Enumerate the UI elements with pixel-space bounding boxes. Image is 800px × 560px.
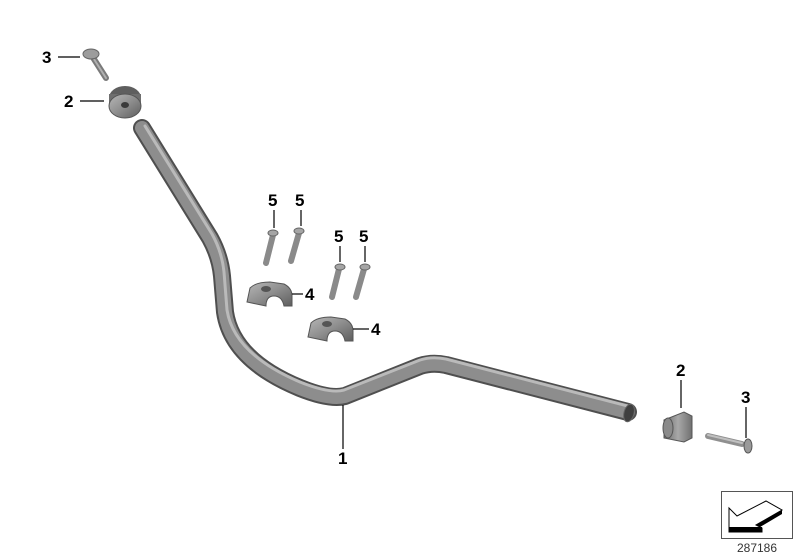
handlebar-part-1 bbox=[133, 119, 637, 423]
screw-part-5-a bbox=[263, 229, 279, 266]
reference-box bbox=[721, 491, 793, 539]
screw-part-5-b bbox=[288, 227, 305, 264]
callout-4-upper[interactable]: 4 bbox=[305, 285, 315, 304]
arrow-direction-icon bbox=[728, 500, 784, 533]
clamp-part-4-upper bbox=[246, 281, 293, 307]
callout-5-c[interactable]: 5 bbox=[334, 227, 344, 246]
callout-2-left[interactable]: 2 bbox=[64, 92, 74, 111]
diagram-reference-number: 287186 bbox=[736, 541, 778, 555]
callout-1-handlebar[interactable]: 1 bbox=[338, 449, 348, 468]
screw-part-5-d bbox=[353, 263, 371, 300]
bar-end-weight-part-2-right bbox=[662, 411, 693, 443]
callout-4-lower[interactable]: 4 bbox=[371, 320, 381, 339]
callout-3-left[interactable]: 3 bbox=[42, 48, 52, 67]
callout-3-right[interactable]: 3 bbox=[741, 388, 751, 407]
callout-5-d[interactable]: 5 bbox=[359, 227, 369, 246]
screw-part-5-c bbox=[329, 263, 346, 300]
bolt-part-3-right bbox=[705, 433, 753, 454]
callout-2-right[interactable]: 2 bbox=[676, 361, 686, 380]
bar-end-weight-part-2-left bbox=[108, 86, 142, 119]
clamp-part-4-lower bbox=[307, 316, 354, 342]
callout-5-b[interactable]: 5 bbox=[295, 191, 305, 210]
leader-lines bbox=[58, 56, 747, 449]
bolt-part-3-left bbox=[82, 48, 109, 81]
callout-5-a[interactable]: 5 bbox=[268, 191, 278, 210]
